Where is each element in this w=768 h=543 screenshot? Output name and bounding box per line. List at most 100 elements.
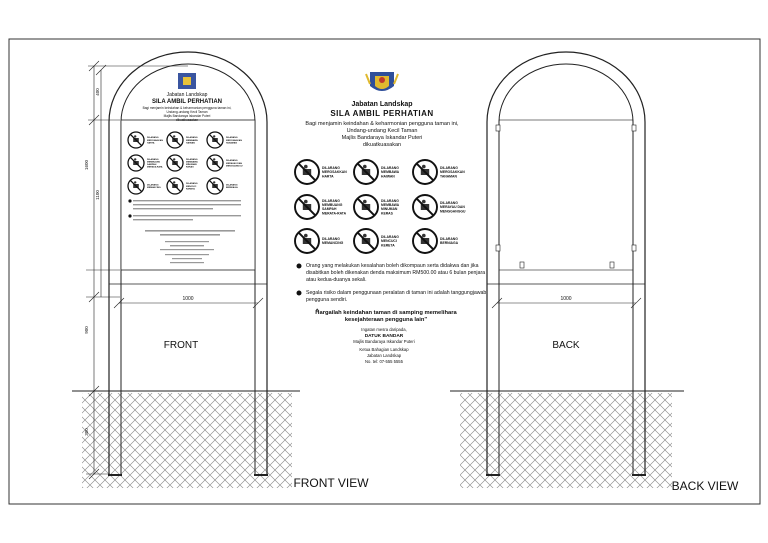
footer-line-2: DATUK BANDAR — [365, 333, 404, 339]
front-dimensions — [86, 60, 264, 480]
prohibition-label: DILARANG — [322, 166, 340, 170]
prohibition-label: KERETA — [186, 187, 195, 190]
svg-text:*: * — [316, 309, 319, 315]
front-label: FRONT — [164, 340, 198, 351]
prohibition-label: DILARANG — [226, 136, 238, 139]
front-dim-4: 900 — [84, 326, 89, 334]
prohibition-label: TANAMAN — [440, 174, 457, 178]
prohibition-label: DILARANG — [147, 183, 159, 186]
prohibition-label: MEROSAKKAN — [226, 139, 242, 142]
prohibition-label: MEMBAWA — [186, 160, 198, 163]
sign-intro-4: dikuatkuasakan — [363, 142, 401, 148]
prohibition-label: DILARANG — [322, 199, 340, 203]
prohibition-label: MINUMAN — [186, 163, 197, 166]
crest-logo — [365, 72, 399, 91]
prohibition-label: MENCUCI — [381, 239, 397, 243]
note-1-line-3: atau kedua-duanya sekali. — [306, 277, 367, 283]
svg-text:Bagi menjamin keindahan & keha: Bagi menjamin keindahan & keharmonian pe… — [143, 106, 232, 110]
svg-text:dikuatkuasakan: dikuatkuasakan — [176, 118, 198, 122]
sign-detail: Jabatan Landskap SILA AMBIL PERHATIAN Ba… — [294, 72, 486, 364]
sign-title: SILA AMBIL PERHATIAN — [330, 109, 433, 118]
prohibition-label: DILARANG — [226, 159, 238, 162]
footer-line-1: Ingatan mesra daripada, — [361, 327, 406, 332]
prohibition-label: MEMBUANG — [322, 203, 343, 207]
prohibition-label: DILARANG — [381, 235, 399, 239]
prohibition-label: BERNIAGA — [226, 186, 238, 189]
prohibition-label: HAIWAN — [186, 141, 195, 144]
slogan-line-1: Hargailah keindahan taman di samping mem… — [315, 310, 457, 316]
sign-intro-3: Majlis Bandaraya Iskandar Puteri — [342, 135, 423, 141]
prohibition-label: MEMBAWA — [381, 170, 400, 174]
prohibition-label: DILARANG — [226, 183, 238, 186]
prohibition-grid: DILARANGMEROSAKKANHARTADILARANGMEMBAWAHA… — [294, 159, 466, 254]
front-dim-width: 1000 — [182, 296, 193, 302]
back-ground-hatch — [460, 393, 672, 488]
prohibition-label: MENGGANGGU — [440, 209, 466, 213]
prohibition-label: MERAYAU DAN — [226, 162, 242, 165]
prohibition-label: MENCUCI — [186, 186, 197, 188]
footer-line-3: Majlis Bandaraya Iskandar Puteri — [353, 339, 415, 344]
note-2-line-1: Segala risiko dalam penggunaan peralatan… — [306, 290, 486, 296]
prohibition-label: DILARANG — [322, 237, 340, 241]
prohibition-label: SAMPAH — [322, 207, 337, 211]
prohibition-label: HARTA — [147, 141, 155, 144]
prohibition-label: HARTA — [322, 174, 334, 178]
front-dim-3: 1100 — [95, 190, 100, 200]
svg-text:Undang-undang Kecil Taman: Undang-undang Kecil Taman — [166, 110, 207, 114]
prohibition-label: MEMANCING — [147, 186, 161, 189]
svg-text:Majlis Bandaraya Iskandar Pute: Majlis Bandaraya Iskandar Puteri — [164, 114, 211, 118]
footer-line-6: No. tel: 07-555 5555 — [365, 359, 404, 364]
prohibition-label: SAMPAH — [147, 163, 157, 166]
prohibition-label: MEMBAWA — [381, 203, 400, 207]
prohibition-label: MEROSAKKAN — [147, 139, 163, 142]
prohibition-label: DILARANG — [147, 158, 159, 161]
front-sign-content: Jabatan Landskap SILA AMBIL PERHATIAN Ba… — [127, 73, 243, 264]
prohibition-label: BERNIAGA — [440, 241, 459, 245]
prohibition-label: MENGGANGGU — [226, 164, 243, 167]
prohibition-label: DILARANG — [440, 201, 458, 205]
prohibition-label: DILARANG — [186, 182, 198, 185]
prohibition-label: MEMANCING — [322, 241, 344, 245]
prohibition-label: KERAS — [381, 211, 394, 215]
slogan-line-2: kesejahteraan pengguna lain" — [345, 317, 428, 323]
front-dim-1: 400 — [95, 88, 100, 96]
note-1-line-2: disabitkan boleh dikenakan denda maksimu… — [306, 270, 485, 276]
svg-text:SILA AMBIL PERHATIAN: SILA AMBIL PERHATIAN — [152, 99, 222, 105]
prohibition-label: DILARANG — [440, 166, 458, 170]
prohibition-label: KERAS — [186, 166, 194, 169]
note-1-line-1: Orang yang melakukan kesalahan boleh dik… — [306, 263, 479, 269]
sign-intro-1: Bagi menjamin keindahan & keharmonian pe… — [305, 121, 459, 127]
prohibition-label: DILARANG — [147, 136, 159, 139]
prohibition-label: MEMBAWA — [186, 139, 198, 142]
back-dim-width: 1000 — [560, 296, 571, 302]
note-2-line-2: pengguna sendiri. — [306, 297, 347, 303]
sign-intro-2: Undang-undang Kecil Taman — [347, 128, 418, 134]
front-arch-frame — [108, 51, 268, 474]
prohibition-label: MEMBUANG — [147, 160, 160, 163]
prohibition-label: MERATA-RATA — [147, 166, 163, 169]
back-arch-frame — [486, 51, 646, 474]
prohibition-label: TANAMAN — [226, 141, 237, 144]
back-view: 1000 BACK BACK VIEW — [450, 51, 739, 493]
prohibition-label: DILARANG — [186, 136, 198, 139]
prohibition-label: DILARANG — [440, 237, 458, 241]
drawing-border — [8, 38, 761, 505]
prohibition-label: HAIWAN — [381, 174, 395, 178]
front-dim-5: 300 — [84, 428, 89, 436]
